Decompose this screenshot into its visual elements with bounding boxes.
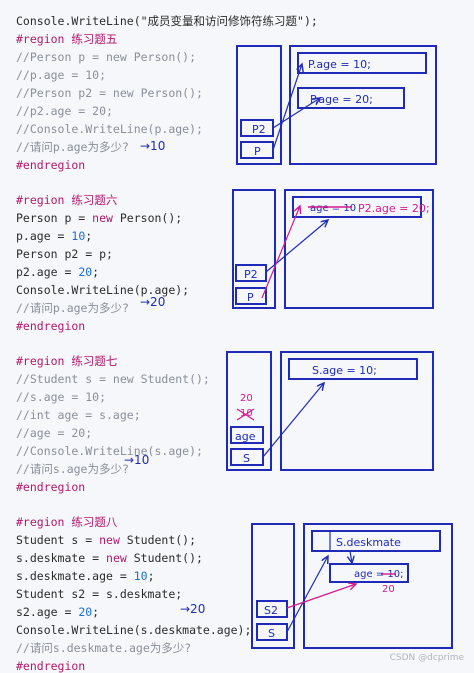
code-line: //请问s.deskmate.age为多少? [16, 641, 192, 655]
heap-old-value: age = 10 [310, 203, 356, 214]
code-line: Console.WriteLine(p.age); [16, 283, 190, 297]
code-line: #region 练习题八 [16, 515, 118, 529]
diagram-exercise-8: →20 S.deskmate age = 10; 20 S2 S [180, 523, 453, 649]
stack-var-p-label: P [254, 145, 261, 158]
stack-var-s-label: S [268, 627, 275, 640]
stack-var-p2 [235, 264, 267, 282]
reference-arrow [272, 98, 320, 129]
stack-var-p2-label: P2 [252, 123, 266, 136]
heap-object-s-label: S.age = 10; [312, 364, 377, 377]
heap-object-deskmate [329, 563, 409, 583]
stack-box [251, 523, 295, 649]
code-line: //p.age = 10; [16, 68, 107, 82]
answer-annotation: →10 [124, 453, 149, 467]
stack-var-s2 [256, 600, 288, 618]
heap-object-p2 [297, 87, 405, 109]
code-line: #region 练习题七 [16, 354, 118, 368]
diagram-exercise-6: →20 age = 10 P2.age = 20; P2 P [140, 189, 434, 309]
stack-var-s-label: S [243, 452, 250, 465]
code-line: #endregion [16, 158, 86, 172]
code-line: #endregion [16, 319, 86, 333]
code-line: //Person p = new Person(); [16, 50, 197, 64]
code-line: //int age = s.age; [16, 408, 141, 422]
heap-object-deskmate-label: age = 10; [354, 569, 403, 580]
diagram-exercise-5: →10 P.age = 10; P.age = 20; P2 P [140, 45, 437, 165]
heap-box [284, 189, 434, 309]
heap-object [292, 196, 422, 218]
heap-object-s [288, 358, 418, 380]
stack-var-s2-label: S2 [264, 604, 278, 617]
answer-annotation: →20 [140, 295, 165, 309]
reference-arrow [286, 584, 356, 609]
code-line: #region 练习题六 [16, 193, 118, 207]
code-line: #region 练习题五 [16, 32, 118, 46]
code-line: //请问p.age为多少? [16, 301, 129, 315]
code-line: //Person p2 = new Person(); [16, 86, 203, 100]
heap-box [303, 523, 453, 649]
answer-annotation: →20 [180, 602, 205, 616]
code-line: s2.age = 20; [16, 605, 100, 619]
code-line: p.age = 10; [16, 229, 93, 243]
heap-box [280, 351, 434, 471]
heap-object-p2-label: P.age = 20; [310, 93, 373, 106]
code-line: Person p = new Person(); [16, 211, 183, 225]
code-line: Console.WriteLine("成员变量和访问修饰符练习题"); [16, 14, 318, 28]
stack-var-age-label: age [235, 430, 256, 443]
heap-object-s [311, 530, 441, 552]
reference-arrow [262, 383, 324, 458]
reference-arrow [272, 64, 302, 151]
code-line: Person p2 = p; [16, 247, 113, 261]
code-line: //s.age = 10; [16, 390, 107, 404]
code-line: //请问s.age为多少? [16, 462, 129, 476]
stack-var-p [235, 287, 267, 305]
code-line: //p2.age = 20; [16, 104, 113, 118]
code-line: Student s2 = s.deskmate; [16, 587, 183, 601]
code-line: //请问p.age为多少? [16, 140, 129, 154]
heap-object-p-label: P.age = 10; [308, 58, 371, 71]
reference-arrow [286, 556, 328, 633]
code-line: s.deskmate = new Student(); [16, 551, 203, 565]
stack-var-age [230, 426, 264, 444]
reference-arrow [350, 550, 352, 563]
code-line: #endregion [16, 480, 86, 494]
code-line: //Student s = new Student(); [16, 372, 210, 386]
diagram-exercise-7: →10 S.age = 10; 20 10 age S [124, 351, 434, 471]
stack-new-value: 20 [240, 393, 253, 404]
stack-box [232, 189, 276, 309]
strike-mark [236, 408, 255, 421]
stack-var-p-label: P [247, 291, 254, 304]
stack-box [226, 351, 272, 471]
code-line: //Console.WriteLine(p.age); [16, 122, 203, 136]
answer-annotation: →10 [140, 139, 165, 153]
code-line: p2.age = 20; [16, 265, 100, 279]
heap-new-value: 20 [382, 584, 395, 595]
code-line: //age = 20; [16, 426, 93, 440]
reference-arrow [261, 206, 300, 299]
stack-box [236, 45, 282, 165]
stack-var-p2-label: P2 [244, 268, 258, 281]
heap-box [289, 45, 437, 165]
heap-object-s-label: S.deskmate [336, 536, 401, 549]
code-line: Student s = new Student(); [16, 533, 197, 547]
heap-new-value: P2.age = 20; [358, 202, 430, 215]
code-line: s.deskmate.age = 10; [16, 569, 155, 583]
watermark: CSDN @dcprime [389, 653, 464, 663]
code-line: //Console.WriteLine(s.age); [16, 444, 203, 458]
code-line: Console.WriteLine(s.deskmate.age); [16, 623, 252, 637]
